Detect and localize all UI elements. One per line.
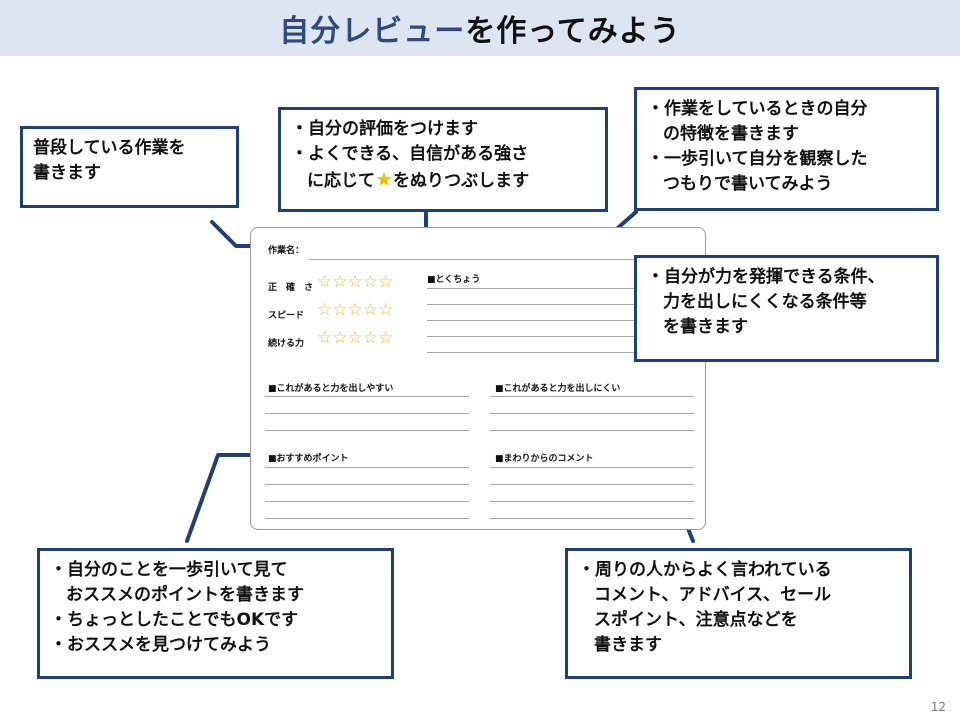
callout-line: 書きます — [33, 163, 101, 183]
callout-line: ・自分の評価をつけます — [291, 119, 478, 139]
callout-features: ・作業をしているときの自分 の特徴を書きます ・一歩引いて自分を観察した つもり… — [634, 87, 939, 211]
callout-line: ・作業をしているときの自分 — [647, 99, 868, 119]
callout-line: スポイント、注意点などを — [594, 610, 798, 630]
callout-line: に応じて★をぬりつぶします — [291, 167, 595, 194]
comments-line — [490, 501, 694, 502]
easy-line — [265, 396, 469, 397]
recommend-line — [265, 484, 469, 485]
callout-line: ・自分のことを一歩引いて見て — [50, 560, 288, 580]
callout-line: ・自分が力を発揮できる条件、 — [647, 267, 885, 287]
callout-line: ・周りの人からよく言われている — [578, 560, 832, 580]
comments-line — [490, 484, 694, 485]
recommend-label: ■おすすめポイント — [268, 454, 349, 464]
callout-text: に応じて — [307, 171, 375, 191]
features-line — [427, 304, 699, 305]
recommend-line — [265, 501, 469, 502]
comments-line — [490, 518, 694, 519]
accuracy-stars: ☆☆☆☆☆ — [317, 272, 394, 292]
callout-conditions: ・自分が力を発揮できる条件、 力を出しにくくなる条件等 を書きます — [634, 255, 939, 362]
callout-line: ・ちょっとしたことでもOKです — [50, 610, 299, 630]
recommend-line — [265, 518, 469, 519]
hard-line — [490, 413, 694, 414]
callout-line: おススメのポイントを書きます — [66, 585, 304, 605]
persistence-stars: ☆☆☆☆☆ — [317, 328, 394, 348]
persistence-label: 続ける力 — [268, 339, 305, 349]
features-line — [427, 320, 699, 321]
callout-line: ・おススメを見つけてみよう — [50, 635, 271, 655]
self-review-form: 作業名： 正 確 さ ☆☆☆☆☆ スピード ☆☆☆☆☆ 続ける力 ☆☆☆☆☆ ■… — [250, 227, 706, 530]
task-name-label: 作業名： — [268, 246, 305, 256]
speed-label: スピード — [268, 311, 305, 321]
callout-comments: ・周りの人からよく言われている コメント、アドバイス、セール スポイント、注意点… — [565, 548, 912, 679]
task-name-line — [309, 259, 701, 260]
features-line — [427, 352, 699, 353]
callout-line: の特徴を書きます — [663, 124, 799, 144]
accuracy-label: 正 確 さ — [268, 283, 314, 293]
callout-line: を書きます — [663, 317, 748, 337]
easy-conditions-label: ■これがあると力を出しやすい — [268, 384, 394, 394]
callout-recommend: ・自分のことを一歩引いて見て おススメのポイントを書きます ・ちょっとしたことで… — [37, 548, 394, 679]
callout-line: 普段している作業を — [33, 138, 186, 158]
callout-line: 書きます — [594, 635, 662, 655]
title-rest: を作ってみよう — [465, 14, 681, 49]
comments-line — [490, 467, 694, 468]
hard-line — [490, 430, 694, 431]
callout-line: コメント、アドバイス、セール — [594, 585, 832, 605]
callout-task: 普段している作業を 書きます — [20, 126, 239, 208]
title-bar: 自分レビューを作ってみよう — [0, 0, 960, 56]
callout-line: ・一歩引いて自分を観察した — [647, 149, 868, 169]
star-icon: ★ — [375, 167, 393, 191]
callout-text: をぬりつぶします — [392, 171, 530, 191]
callout-line: ・よくできる、自信がある強さ — [291, 144, 529, 164]
callout-line: 力を出しにくくなる条件等 — [663, 292, 867, 312]
recommend-line — [265, 467, 469, 468]
hard-line — [490, 396, 694, 397]
features-label: ■とくちょう — [427, 275, 481, 285]
callout-rating: ・自分の評価をつけます ・よくできる、自信がある強さ に応じて★をぬりつぶします — [278, 107, 608, 212]
page-number: 12 — [930, 700, 946, 714]
title-highlight: 自分レビュー — [279, 14, 466, 49]
features-line — [427, 288, 699, 289]
features-line — [427, 336, 699, 337]
callout-line: つもりで書いてみよう — [663, 174, 833, 194]
speed-stars: ☆☆☆☆☆ — [317, 300, 394, 320]
comments-label: ■まわりからのコメント — [495, 454, 594, 464]
easy-line — [265, 413, 469, 414]
hard-conditions-label: ■これがあると力を出しにくい — [495, 384, 621, 394]
easy-line — [265, 430, 469, 431]
